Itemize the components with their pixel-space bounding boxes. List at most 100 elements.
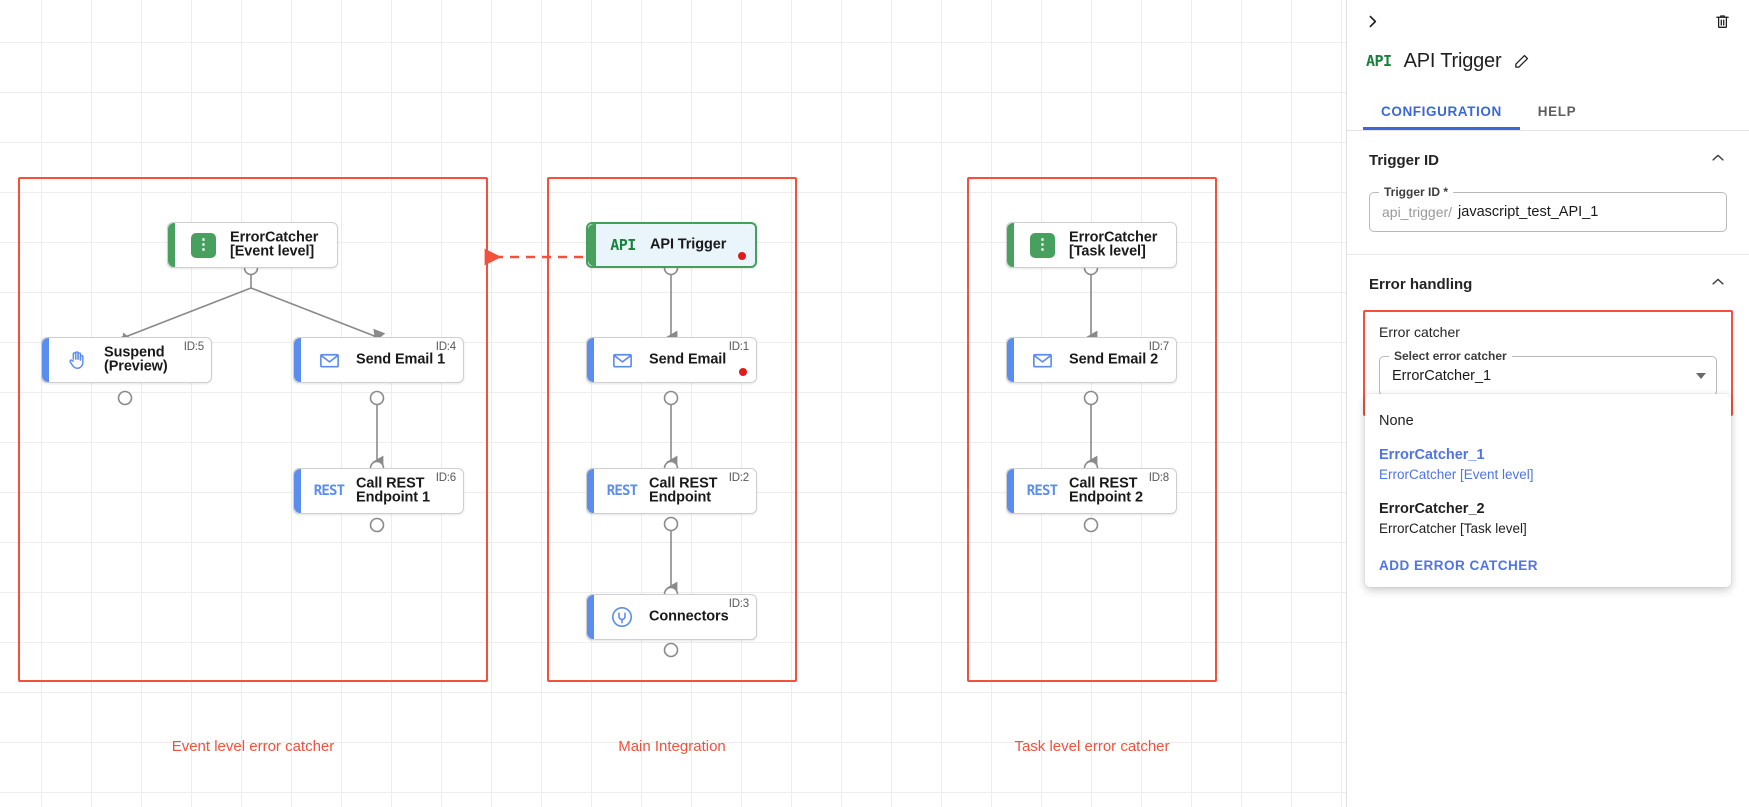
rest-icon: REST: [313, 483, 345, 499]
trigger-id-legend: Trigger ID *: [1379, 185, 1454, 199]
node-send-email-1[interactable]: Send Email 1 ID:4: [293, 337, 464, 383]
node-accent-bar: [588, 224, 596, 266]
node-error-indicator-dot: [739, 368, 747, 376]
node-accent-bar: [168, 223, 175, 267]
node-label: API Trigger: [650, 236, 727, 253]
node-label: Send Email 2: [1069, 351, 1159, 368]
panel-tabs: CONFIGURATION HELP: [1347, 96, 1749, 131]
chevron-down-icon[interactable]: [1696, 373, 1706, 379]
error-catcher-icon: ⋮: [1029, 232, 1055, 258]
node-call-rest-endpoint-1[interactable]: REST Call REST Endpoint 1 ID:6: [293, 468, 464, 514]
rest-icon: REST: [1026, 483, 1058, 499]
trigger-id-value: javascript_test_API_1: [1458, 204, 1599, 220]
panel-topbar: [1347, 0, 1749, 42]
node-id: ID:2: [728, 472, 749, 484]
email-icon: [316, 347, 342, 373]
node-call-rest-endpoint[interactable]: REST Call REST Endpoint ID:2: [586, 468, 757, 514]
select-error-catcher[interactable]: Select error catcher ErrorCatcher_1: [1379, 349, 1717, 396]
node-error-catcher-task-level[interactable]: ⋮ ErrorCatcher [Task level]: [1006, 222, 1177, 268]
dropdown-option-sublabel: ErrorCatcher [Event level]: [1379, 467, 1534, 482]
node-id: ID:1: [728, 341, 749, 353]
node-label: Send Email 1: [356, 351, 446, 368]
trigger-id-field-wrap: Trigger ID * api_trigger/ javascript_tes…: [1347, 185, 1749, 254]
error-catcher-dropdown-menu[interactable]: None ErrorCatcher_1 ErrorCatcher [Event …: [1365, 394, 1731, 587]
chevron-up-icon[interactable]: [1709, 273, 1727, 296]
email-icon: [609, 347, 635, 373]
trigger-id-input[interactable]: Trigger ID * api_trigger/ javascript_tes…: [1369, 185, 1727, 232]
node-accent-bar: [294, 338, 301, 382]
node-id: ID:5: [183, 341, 204, 353]
add-error-catcher-button[interactable]: ADD ERROR CATCHER: [1379, 558, 1538, 573]
suspend-hand-icon: [64, 347, 90, 373]
group-box-task-level: [967, 177, 1217, 682]
node-label: ErrorCatcher [Event level]: [230, 229, 319, 259]
dropdown-option-label: None: [1379, 413, 1414, 429]
node-error-indicator-dot: [738, 252, 746, 260]
error-handling-heading: Error handling: [1369, 276, 1473, 293]
dropdown-option-label: ErrorCatcher_1: [1379, 447, 1485, 463]
node-label: Suspend (Preview): [104, 344, 168, 374]
panel-title-row: API API Trigger: [1347, 42, 1749, 80]
select-error-catcher-value: ErrorCatcher_1: [1392, 368, 1492, 384]
group-label-main-integration: Main Integration: [618, 738, 726, 755]
chevron-up-icon[interactable]: [1709, 149, 1727, 172]
node-id: ID:8: [1148, 472, 1169, 484]
section-divider: [1347, 254, 1749, 255]
node-accent-bar: [1007, 338, 1014, 382]
select-error-catcher-legend: Select error catcher: [1389, 349, 1512, 363]
error-catcher-label: Error catcher: [1379, 324, 1460, 340]
node-label: Connectors: [649, 608, 729, 625]
node-label: Call REST Endpoint 2: [1069, 475, 1143, 505]
email-icon: [1029, 347, 1055, 373]
node-accent-bar: [42, 338, 49, 382]
node-send-email[interactable]: Send Email ID:1: [586, 337, 757, 383]
node-id: ID:7: [1148, 341, 1169, 353]
page-title: API Trigger: [1403, 49, 1502, 72]
node-accent-bar: [587, 595, 594, 639]
node-call-rest-endpoint-2[interactable]: REST Call REST Endpoint 2 ID:8: [1006, 468, 1177, 514]
connectors-plug-icon: [609, 604, 635, 630]
node-api-trigger[interactable]: API API Trigger: [586, 222, 757, 268]
node-label: ErrorCatcher [Task level]: [1069, 229, 1158, 259]
node-send-email-2[interactable]: Send Email 2 ID:7: [1006, 337, 1177, 383]
config-panel: API API Trigger CONFIGURATION HELP Trigg…: [1346, 0, 1749, 807]
workflow-canvas[interactable]: Event level error catcher Main Integrati…: [0, 0, 1346, 807]
trash-icon[interactable]: [1709, 8, 1735, 34]
group-label-event-level: Event level error catcher: [171, 738, 335, 755]
rest-icon: REST: [606, 483, 638, 499]
dropdown-option-none[interactable]: None: [1365, 404, 1731, 438]
api-icon: API: [610, 236, 636, 254]
node-accent-bar: [1007, 469, 1014, 513]
trigger-id-prefix: api_trigger/: [1382, 204, 1453, 220]
node-accent-bar: [294, 469, 301, 513]
trigger-id-heading: Trigger ID: [1369, 152, 1440, 169]
node-id: ID:3: [728, 598, 749, 610]
node-accent-bar: [587, 338, 594, 382]
group-label-task-level: Task level error catcher: [1014, 738, 1170, 755]
group-box-event-level: [18, 177, 488, 682]
error-catcher-icon: ⋮: [190, 232, 216, 258]
node-suspend[interactable]: Suspend (Preview) ID:5: [41, 337, 212, 383]
trigger-id-section-header[interactable]: Trigger ID: [1347, 131, 1749, 186]
chevron-right-icon[interactable]: [1359, 8, 1385, 34]
error-catcher-block: Error catcher Select error catcher Error…: [1363, 310, 1733, 587]
node-accent-bar: [1007, 223, 1014, 267]
node-label: Call REST Endpoint 1: [356, 475, 430, 505]
api-icon: API: [1366, 52, 1392, 70]
tab-help[interactable]: HELP: [1537, 104, 1577, 119]
dropdown-option-sublabel: ErrorCatcher [Task level]: [1379, 521, 1527, 536]
error-handling-section-header[interactable]: Error handling: [1347, 255, 1749, 310]
node-label: Send Email: [649, 351, 727, 368]
group-box-main-integration: [547, 177, 797, 682]
node-connectors[interactable]: Connectors ID:3: [586, 594, 757, 640]
node-label: Call REST Endpoint: [649, 475, 718, 505]
node-id: ID:4: [435, 341, 456, 353]
node-accent-bar: [587, 469, 594, 513]
dropdown-option-errorcatcher-2[interactable]: ErrorCatcher_2 ErrorCatcher [Task level]: [1365, 492, 1731, 546]
dropdown-option-errorcatcher-1[interactable]: ErrorCatcher_1 ErrorCatcher [Event level…: [1365, 438, 1731, 492]
pencil-icon[interactable]: [1513, 53, 1530, 70]
dropdown-option-label: ErrorCatcher_2: [1379, 501, 1485, 517]
tab-configuration[interactable]: CONFIGURATION: [1363, 96, 1520, 130]
node-id: ID:6: [435, 472, 456, 484]
node-error-catcher-event-level[interactable]: ⋮ ErrorCatcher [Event level]: [167, 222, 338, 268]
